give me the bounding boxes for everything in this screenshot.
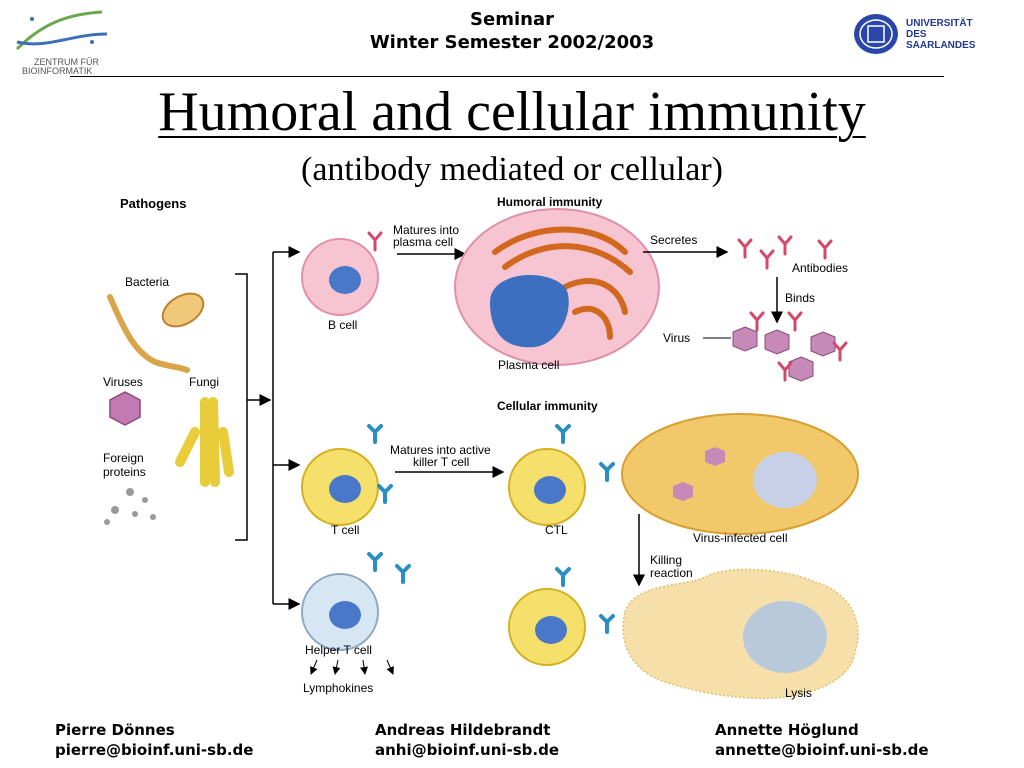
virus-infected-cell-icon [621, 413, 859, 535]
author-annette: Annette Höglund annette@bioinf.uni-sb.de [715, 720, 929, 760]
pathogens-label: Pathogens [120, 196, 186, 211]
seminar-header: Seminar Winter Semester 2002/2003 [0, 8, 1024, 54]
author-pierre: Pierre Dönnes pierre@bioinf.uni-sb.de [55, 720, 253, 760]
author-name: Annette Höglund [715, 721, 859, 739]
author-email[interactable]: annette@bioinf.uni-sb.de [715, 741, 929, 759]
header-line-1: Seminar [470, 9, 554, 30]
header-line-2: Winter Semester 2002/2003 [369, 32, 655, 53]
virus-pathogen-icon [109, 391, 141, 426]
plasma-nucleus-icon [490, 275, 569, 348]
humoral-label: Humoral immunity [497, 195, 603, 209]
header-divider [70, 76, 944, 77]
logo-text-2: BIOINFORMATIK [22, 66, 92, 76]
slide-title: Humoral and cellular immunity [158, 81, 866, 143]
university-seal-icon [854, 14, 898, 54]
killing-label-1: Killing [650, 553, 682, 567]
ctl-label: CTL [545, 523, 568, 537]
bacteria-cell-icon [161, 292, 205, 328]
immunity-diagram: Pathogens Humoral immunity Cellular immu… [103, 195, 859, 700]
slide-subtitle: (antibody mediated or cellular) [301, 151, 723, 188]
author-name: Pierre Dönnes [55, 721, 175, 739]
t-cell-label: T cell [331, 523, 359, 537]
secretes-label: Secretes [650, 233, 697, 247]
foreign-label-2: proteins [103, 465, 146, 479]
antibodies-label: Antibodies [792, 261, 848, 275]
logo-text-1: ZENTRUM FÜR [34, 57, 99, 67]
cellular-label: Cellular immunity [497, 399, 598, 413]
helper-t-cell-label: Helper T cell [305, 643, 372, 657]
fungi-label: Fungi [189, 375, 219, 389]
viruses-label: Viruses [103, 375, 143, 389]
virus-label: Virus [663, 331, 690, 345]
matures-plasma-label-2: plasma cell [393, 235, 453, 249]
author-andreas: Andreas Hildebrandt anhi@bioinf.uni-sb.d… [375, 720, 559, 760]
author-email[interactable]: anhi@bioinf.uni-sb.de [375, 741, 560, 759]
virus-infected-label: Virus-infected cell [693, 531, 788, 545]
foreign-label-1: Foreign [103, 451, 144, 465]
binds-label: Binds [785, 291, 815, 305]
matures-killer-label-1: Matures into active [390, 443, 491, 457]
pathogen-bracket [235, 273, 248, 541]
lysed-nucleus-icon [743, 601, 827, 673]
bioinformatics-center-logo: ZENTRUM FÜR BIOINFORMATIK [15, 10, 108, 76]
infecting-virus-icon [705, 447, 725, 466]
killing-label-2: reaction [650, 566, 693, 580]
plasma-cell-label: Plasma cell [498, 358, 559, 372]
matures-plasma-label-1: Matures into [393, 223, 459, 237]
author-email[interactable]: pierre@bioinf.uni-sb.de [55, 741, 254, 759]
foreign-proteins-icon [104, 488, 156, 525]
lysis-label: Lysis [785, 686, 812, 700]
matures-killer-label-2: killer T cell [413, 455, 469, 469]
virus-antibody-cluster [732, 326, 836, 382]
university-name: UNIVERSITÄT DES SAARLANDES [906, 18, 976, 51]
bacteria-icon [107, 294, 190, 373]
b-cell-label: B cell [328, 318, 357, 332]
fungi-icon [175, 397, 234, 487]
author-name: Andreas Hildebrandt [375, 721, 551, 739]
bacteria-label: Bacteria [125, 275, 169, 289]
lymphokines-label: Lymphokines [303, 681, 373, 695]
